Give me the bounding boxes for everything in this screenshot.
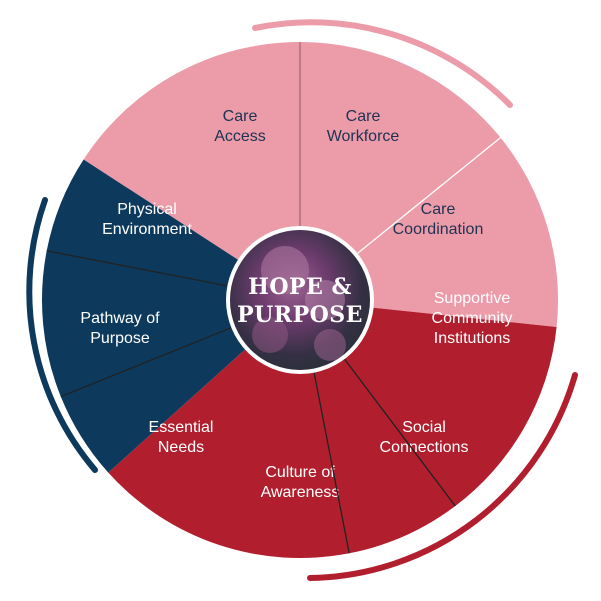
segment-label-culture-of-awareness: Culture of Awareness [261,464,340,501]
segment-divider-line [343,358,456,507]
segment-label-line: Care [421,201,456,218]
center-title-line2: PURPOSE [237,302,363,328]
segment-social-connections [300,300,456,554]
segment-label-line: Culture of [265,464,335,481]
flower-blossom [305,280,345,320]
navy-outer-arc [26,197,98,473]
segment-label-line: Care [223,108,258,125]
flower-blossom [252,317,288,353]
segment-dividers [46,42,501,554]
segment-label-line: Workforce [327,128,400,145]
red-outer-arc [307,372,578,581]
flower-blossom [314,329,346,361]
segment-divider-line [313,372,350,554]
segment-pathway-of-purpose [41,250,301,397]
segment-label-pathway-of-purpose: Pathway of Purpose [80,310,160,347]
segment-label-line: Purpose [90,330,150,347]
pink-outer-arc [252,19,513,108]
segment-label-line: Needs [158,439,204,456]
segment-care-workforce [300,42,501,300]
segment-label-line: Awareness [261,484,340,501]
flower-blossom [261,246,309,294]
segment-divider-line [60,327,232,398]
segment-label-line: Environment [102,221,192,238]
segment-supportive-community-institutions [300,300,557,506]
segment-divider-line [357,137,501,254]
segment-label-line: Social [402,419,446,436]
segment-label-line: Essential [149,419,214,436]
segment-label-line: Physical [117,201,177,218]
segment-label-line: Connections [380,439,469,456]
outer-ring-arcs [26,19,578,581]
center-title-line1: HOPE & [248,274,352,300]
segment-label-line: Supportive [434,290,511,307]
segment-label-line: Coordination [393,221,484,238]
segment-label-line: Access [214,128,266,145]
segment-divider-line [46,250,228,287]
photo-shade [230,230,370,370]
segment-label-line: Community [432,310,513,327]
segment-label-line: Pathway of [80,310,160,327]
segment-care-access [83,41,300,300]
center-hub: HOPE & PURPOSE [226,226,374,374]
segment-label-line: Care [346,108,381,125]
segment-label-line: Institutions [434,330,510,347]
